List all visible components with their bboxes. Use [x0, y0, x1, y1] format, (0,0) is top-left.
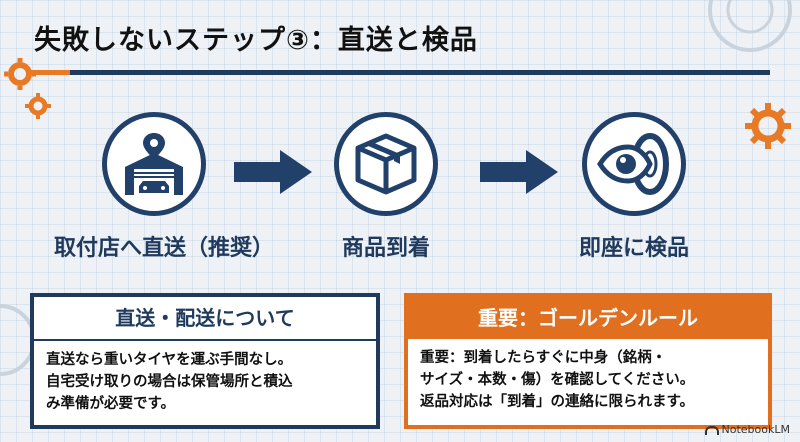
brand-watermark: NotebookLM [704, 423, 790, 436]
step-icon-circle [334, 112, 438, 216]
brand-logo-icon [704, 425, 719, 435]
page-title: 失敗しないステップ③：直送と検品 [34, 25, 478, 56]
step-direct-shipping: 取付店へ直送（推奨） [54, 112, 275, 262]
golden-rule-body: 重要：到着したらすぐに中身（銘柄・ サイズ・本数・傷）を確認してください。 返品… [408, 339, 768, 413]
gear-right-icon [745, 103, 791, 149]
eye-tire-icon [597, 133, 669, 195]
body-line: 重要：到着したらすぐに中身（銘柄・ [420, 350, 667, 366]
brand-text: NotebookLM [721, 423, 790, 436]
golden-rule-box: 重要：ゴールデンルール 重要：到着したらすぐに中身（銘柄・ サイズ・本数・傷）を… [404, 293, 772, 429]
arrow-right-icon [480, 150, 558, 194]
step-icon-circle [102, 112, 206, 216]
shipping-box-heading: 直送・配送について [34, 297, 376, 341]
title-underline [30, 70, 770, 75]
shipping-box-body: 直送なら重いタイヤを運ぶ手間なし。 自宅受け取りの場合は保管場所と積込 み準備が… [34, 341, 376, 415]
body-line: み準備が必要です。 [46, 396, 176, 412]
step-inspect: 即座に検品 [534, 112, 734, 262]
title-underline-accent [30, 70, 70, 75]
body-line: 返品対応は「到着」の連絡に限られます。 [420, 394, 695, 410]
step-label: 取付店へ直送（推奨） [54, 236, 275, 261]
body-line: 自宅受け取りの場合は保管場所と積込 [46, 374, 293, 390]
body-line: 直送なら重いタイヤを運ぶ手間なし。 [46, 352, 293, 368]
step-arrival: 商品到着 [286, 112, 486, 262]
body-line: サイズ・本数・傷）を確認してください。 [420, 372, 695, 388]
shipping-info-box: 直送・配送について 直送なら重いタイヤを運ぶ手間なし。 自宅受け取りの場合は保管… [30, 293, 380, 429]
gear-outline-top-right-icon [708, 0, 792, 52]
step-label: 商品到着 [341, 236, 430, 261]
garage-location-icon [125, 133, 183, 195]
step-icon-circle [582, 112, 686, 216]
arrow-right-icon [234, 150, 312, 194]
step-label: 即座に検品 [578, 236, 689, 261]
package-icon [355, 133, 417, 195]
golden-rule-heading: 重要：ゴールデンルール [408, 297, 768, 339]
